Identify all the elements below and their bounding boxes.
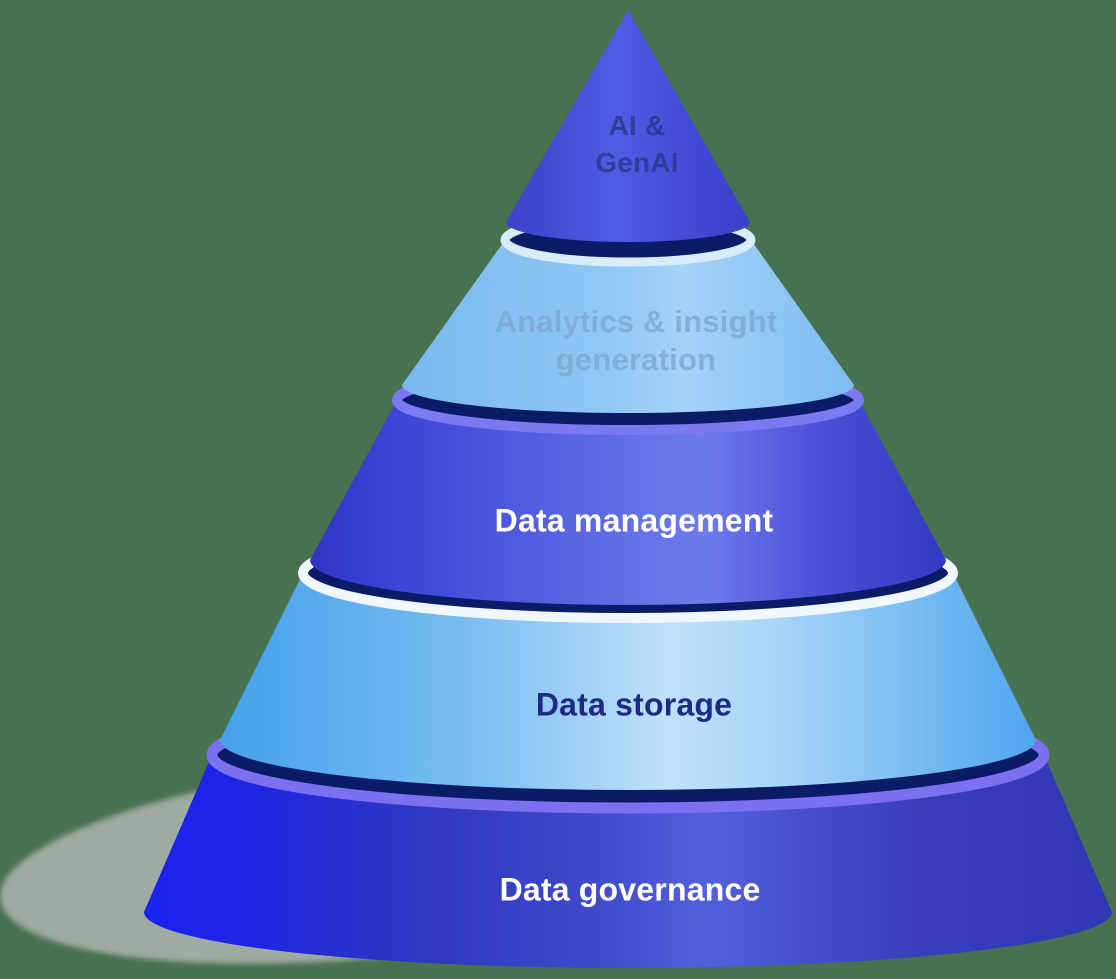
layer-body-data-management (310, 400, 946, 605)
layer-body-data-governance (144, 755, 1112, 968)
layer-label-analytics-line1: Analytics & insight (494, 304, 778, 339)
layer-label-analytics-line2: generation (555, 342, 717, 377)
layer-body-ai-genai-cone (506, 10, 750, 242)
layer-label-data-storage: Data storage (535, 686, 733, 723)
layer-label-ai-genai-line2: GenAI (595, 147, 679, 178)
layer-label-data-management: Data management (494, 502, 774, 539)
layer-label-data-governance: Data governance (499, 871, 761, 908)
layer-body-data-storage (220, 573, 1036, 790)
layer-label-ai-genai-line1: AI & (608, 110, 666, 141)
layer-body-analytics (402, 240, 854, 413)
